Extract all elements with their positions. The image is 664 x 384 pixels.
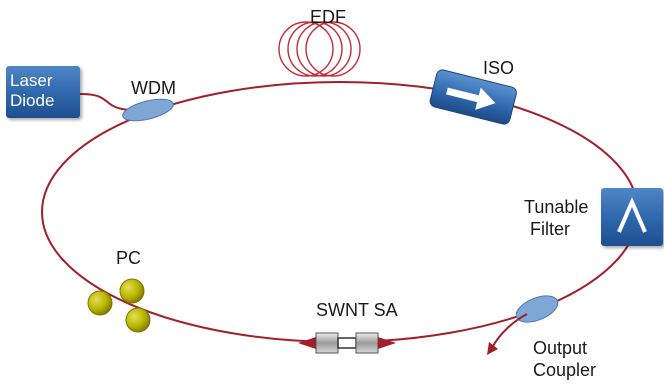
edf-coil [278,21,361,77]
pc-paddle [87,290,113,316]
wdm-coupler [122,98,174,122]
isolator [429,69,517,125]
tunable-filter-label-line1: Tunable [524,197,589,217]
iso-label: ISO [483,58,515,78]
laser-diode-label-line2: Diode [10,91,55,110]
output-fiber [492,313,528,347]
laser-diode-label-line1: Laser [10,71,53,90]
pc-paddle [119,278,145,304]
output-coupler-label-line1: Output [533,338,588,358]
swnt-sa-label: SWNT SA [316,300,398,320]
edf-label: EDF [310,7,346,27]
right-arrow-icon [446,87,496,110]
swnt-sa-connectors [298,332,396,354]
output-coupler-label-line2: Coupler [533,360,597,380]
output-arrow-icon [487,342,498,355]
output-coupler [515,295,559,323]
polarization-controller [87,278,151,333]
tunable-filter-box [601,188,663,246]
tunable-filter-label-line2: Filter [530,219,570,239]
wdm-label: WDM [131,78,176,98]
pc-label: PC [116,248,142,268]
pc-paddle [125,307,151,333]
caret-up-icon [617,196,647,233]
laser-diode-box: Laser Diode [6,66,80,118]
